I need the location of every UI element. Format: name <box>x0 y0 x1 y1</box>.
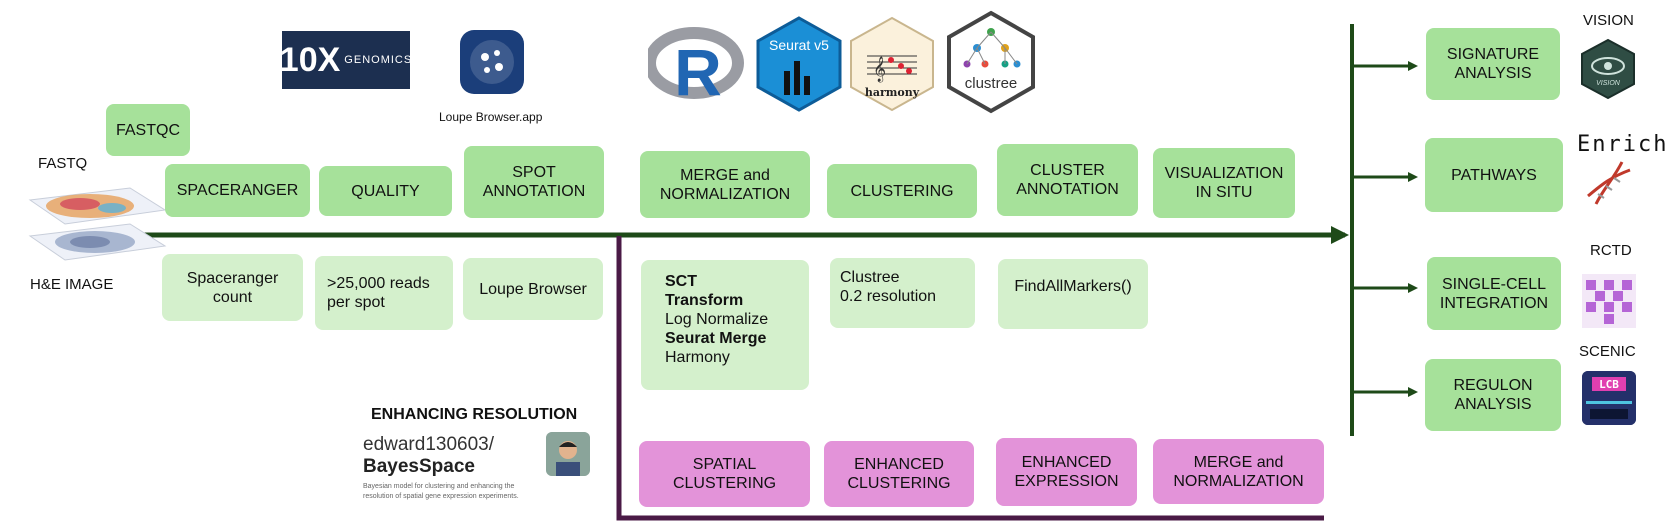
tool-spaceranger-count: Spaceranger count <box>162 254 303 321</box>
tool-normalization-methods: SCT Transform Log Normalize Seurat Merge… <box>641 260 809 390</box>
tool-sct: SCT <box>665 273 697 290</box>
tool-findallmarkers: FindAllMarkers() <box>998 259 1148 329</box>
tool-loupe-browser: Loupe Browser <box>463 258 603 320</box>
seurat-logo-text: Seurat v5 <box>769 37 829 53</box>
tool-clustree-resolution: 0.2 resolution <box>840 288 937 305</box>
step-merge-normalization: MERGE and NORMALIZATION <box>640 151 810 218</box>
tenx-genomics-logo: 10X GENOMICS <box>279 31 413 89</box>
tool-seurat-merge: Seurat Merge <box>665 330 767 347</box>
tenx-text: 10X <box>279 40 341 79</box>
bayesspace-name: BayesSpace <box>363 456 475 477</box>
bayesspace-user: edward130603/ <box>363 434 494 455</box>
bayesspace-desc-2: resolution of spatial gene expression ex… <box>363 493 519 500</box>
svg-text:𝄞: 𝄞 <box>873 56 886 82</box>
vision-logo-text: VISION <box>1596 80 1621 87</box>
step-spaceranger: SPACERANGER <box>165 164 310 217</box>
bayesspace-desc-1: Bayesian model for clustering and enhanc… <box>363 483 515 490</box>
step-enhanced-clustering: ENHANCED CLUSTERING <box>824 441 974 507</box>
vision-logo: VISION <box>1580 38 1636 100</box>
tool-log-normalize: Log Normalize <box>665 311 769 328</box>
step-enhanced-expression: ENHANCED EXPRESSION <box>996 438 1137 506</box>
step-quality: QUALITY <box>319 166 452 216</box>
author-avatar <box>546 432 590 476</box>
step-spatial-clustering: SPATIAL CLUSTERING <box>639 441 810 507</box>
step-pink-merge-normalization: MERGE and NORMALIZATION <box>1153 439 1324 504</box>
step-visualization-in-situ: VISUALIZATION IN SITU <box>1153 148 1295 218</box>
vision-label: VISION <box>1583 12 1634 29</box>
genomics-text: GENOMICS <box>344 54 413 66</box>
r-logo: R <box>644 25 744 109</box>
tool-harmony: Harmony <box>665 349 730 366</box>
tool-transform: Transform <box>665 292 744 309</box>
step-signature-analysis: SIGNATURE ANALYSIS <box>1426 28 1560 100</box>
pink-branch-line <box>616 236 1324 521</box>
loupe-browser-icon <box>460 30 524 94</box>
loupe-caption: Loupe Browser.app <box>439 110 543 124</box>
enhancing-title: ENHANCING RESOLUTION <box>371 406 578 423</box>
step-spot-annotation: SPOT ANNOTATION <box>464 146 604 218</box>
step-single-cell-integration: SINGLE-CELL INTEGRATION <box>1427 257 1561 330</box>
fastq-label: FASTQ <box>38 155 88 172</box>
step-fastqc: FASTQC <box>106 104 190 156</box>
tool-reads-per-spot: >25,000 reads per spot <box>315 256 453 330</box>
scenic-label: SCENIC <box>1579 343 1636 360</box>
step-pathways: PATHWAYS <box>1425 138 1563 212</box>
enrichr-label: Enrichr <box>1577 132 1670 157</box>
clustree-logo-text: clustree <box>965 75 1018 92</box>
harmony-logo-text: harmony <box>865 86 920 99</box>
harmony-logo: 𝄞 harmony <box>849 16 935 112</box>
step-cluster-annotation: CLUSTER ANNOTATION <box>997 144 1138 216</box>
scenic-logo-text: LCB <box>1599 378 1619 391</box>
he-image-label: H&E IMAGE <box>30 276 114 293</box>
tool-clustree-name: Clustree <box>840 269 900 286</box>
step-clustering: CLUSTERING <box>827 164 977 218</box>
tissue-images <box>28 187 167 261</box>
rctd-label: RCTD <box>1590 242 1632 259</box>
dna-icon <box>1584 158 1634 208</box>
scenic-logo: LCB <box>1582 371 1636 425</box>
tool-clustree: Clustree 0.2 resolution <box>830 258 975 328</box>
seurat-logo: Seurat v5 <box>756 16 842 112</box>
rctd-logo <box>1582 274 1636 328</box>
r-logo-letter: R <box>674 35 722 101</box>
step-regulon-analysis: REGULON ANALYSIS <box>1425 359 1561 431</box>
clustree-logo: clustree <box>945 10 1037 114</box>
